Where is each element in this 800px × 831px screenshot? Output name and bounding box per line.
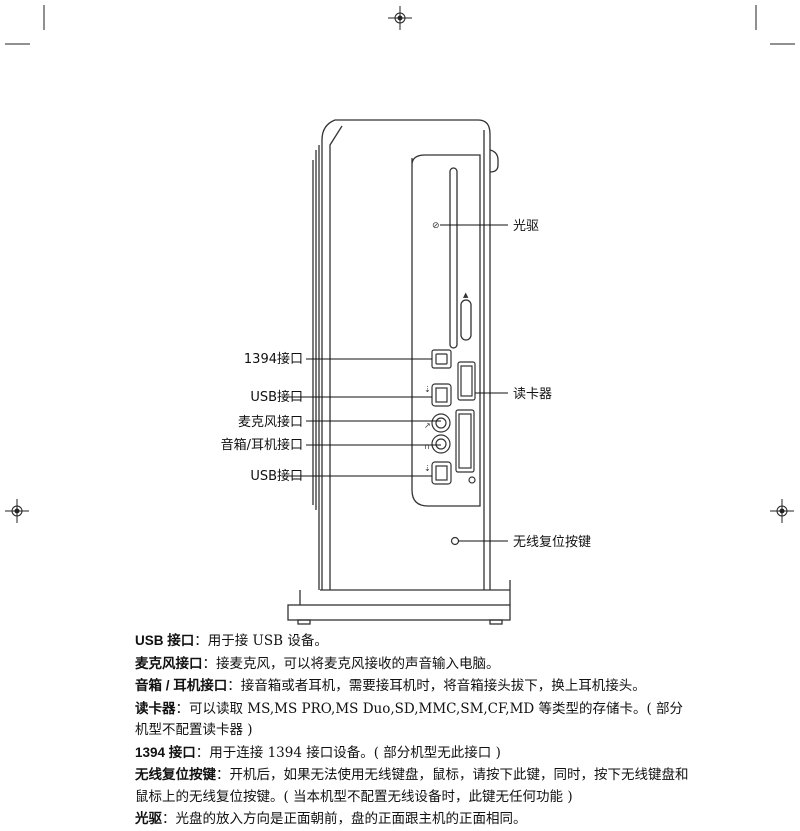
desc-1394: 1394 接口：用于连接 1394 接口设备。( 部分机型无此接口 ) [135,742,695,765]
usb-port-1 [431,383,452,407]
label-card-reader: 读卡器 [513,387,552,402]
label-1394-port: 1394接口 [244,351,303,367]
mic-jack-inner [435,417,447,429]
disc-icon: ⊘ [432,221,440,231]
audio-jack-inner [435,438,447,450]
port-1394 [431,349,452,369]
label-wireless-reset: 无线复位按键 [513,535,591,550]
desc-text: ：可以读取 MS,MS PRO,MS Duo,SD,MMC,SM,CF,MD 等… [135,700,684,739]
label-mic-port: 麦克风接口 [238,414,303,430]
indicator-light [468,476,476,484]
card-slot-2 [455,409,475,473]
desc-wireless-reset: 无线复位按键：开机后，如果无法使用无线键盘，鼠标，请按下此键，同时，按下无线键盘… [135,764,695,808]
card-slot-1 [457,361,476,401]
registration-mark-left [5,499,29,523]
desc-term: 无线复位按键 [135,767,216,782]
desc-text: ：用于连接 1394 接口设备。( 部分机型无此接口 ) [195,744,501,761]
chassis [287,119,511,625]
usb-port-2-inner [435,465,448,481]
mic-jack [431,413,451,433]
pc-front-diagram: ⊘ ▲ ⇣ ↗ ∩ ⇣ 光驱 1394接口 USB接口 麦克风接口 [5,5,795,625]
desc-text: ：接音箱或者耳机，需要接耳机时，将音箱接头拔下，换上耳机接头。 [227,678,646,694]
port-1394-inner [435,353,448,365]
card-slot-1-inner [460,365,473,397]
desc-mic: 麦克风接口：接麦克风，可以将麦克风接收的声音输入电脑。 [135,653,695,676]
desc-term: 光驱 [135,811,162,826]
desc-audio: 音箱 / 耳机接口：接音箱或者耳机，需要接耳机时，将音箱接头拔下，换上耳机接头。 [135,675,695,698]
registration-mark-right [770,499,794,523]
usb-port-2 [431,461,452,485]
usb-icon-1: ⇣ [424,385,431,394]
desc-optical: 光驱：光盘的放入方向是正面朝前，盘的正面跟主机的正面相同。 [135,808,695,831]
usb-icon-2: ⇣ [424,464,431,473]
label-optical-drive: 光驱 [513,219,539,234]
label-usb-port-1: USB接口 [250,389,303,405]
label-usb-port-2: USB接口 [250,468,303,484]
desc-usb: USB 接口：用于接 USB 设备。 [135,630,695,653]
leader-lines [282,224,508,542]
eject-icon: ▲ [463,291,469,299]
desc-text: ：光盘的放入方向是正面朝前，盘的正面跟主机的正面相同。 [162,811,527,827]
desc-card-reader: 读卡器：可以读取 MS,MS PRO,MS Duo,SD,MMC,SM,CF,M… [135,698,695,742]
label-audio-port: 音箱/耳机接口 [221,437,303,453]
desc-term: 1394 接口 [135,744,196,760]
desc-term: 音箱 / 耳机接口 [135,678,228,693]
mic-icon: ↗ [424,421,431,430]
desc-term: USB 接口 [135,633,195,648]
desc-text: ：开机后，如果无法使用无线键盘，鼠标，请按下此键，同时，按下无线键盘和鼠标上的无… [135,767,689,805]
registration-mark-top [388,6,412,30]
crop-marks [5,5,795,45]
wireless-reset-button[interactable] [450,536,460,546]
headphone-icon: ∩ [424,442,430,451]
description-list: USB 接口：用于接 USB 设备。 麦克风接口：接麦克风，可以将麦克风接收的声… [135,630,695,831]
desc-text: ：接麦克风，可以将麦克风接收的声音输入电脑。 [202,655,500,672]
desc-text: ：用于接 USB 设备。 [194,633,328,649]
audio-jack [431,434,451,454]
desc-term: 麦克风接口 [135,655,203,671]
desc-term: 读卡器 [135,700,176,716]
usb-port-1-inner [435,387,448,403]
card-slot-2-inner [458,413,472,469]
